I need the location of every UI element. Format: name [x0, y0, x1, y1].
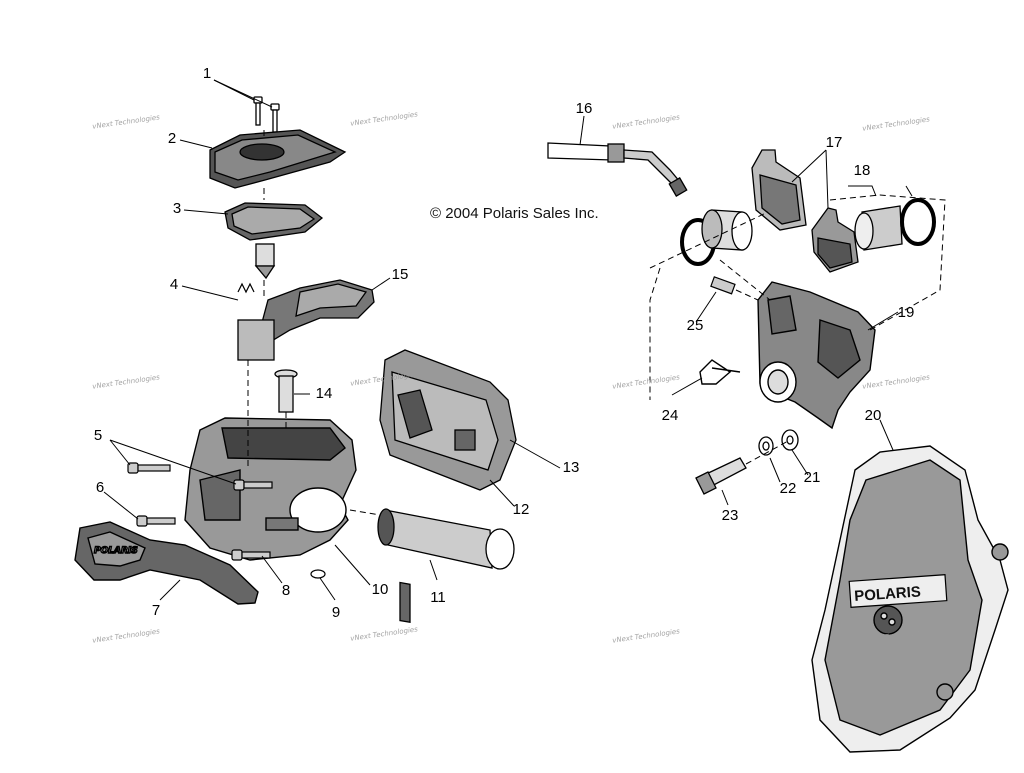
- callout-label-14: 14: [316, 385, 333, 402]
- callout-label-6: 6: [96, 479, 104, 496]
- caliper-piston-part-18: [854, 198, 936, 251]
- brake-line-part-16: [547, 142, 688, 197]
- callout-label-23: 23: [722, 507, 739, 524]
- master-cylinder-body-part-10: [184, 417, 357, 561]
- chaincase-cover-part-20: [811, 445, 1009, 753]
- callout-label-22: 22: [780, 480, 797, 497]
- callout-label-13: 13: [563, 459, 580, 476]
- washer-part-9: [310, 569, 326, 579]
- callout-label-4: 4: [170, 276, 178, 293]
- callout-label-8: 8: [282, 582, 290, 599]
- reservoir-cover-part-2: [209, 129, 347, 189]
- brake-lever-part-7: POLARIS: [74, 521, 259, 605]
- screw-part-8: [231, 549, 271, 561]
- leader-lines-right: [579, 115, 913, 506]
- callout-label-3: 3: [173, 200, 181, 217]
- cover-logo: POLARIS: [854, 583, 922, 605]
- washer-part-22: [758, 436, 774, 456]
- caliper-guide-lines: [649, 194, 946, 465]
- callout-label-19: 19: [898, 304, 915, 321]
- diaphragm-part-3: [224, 202, 324, 280]
- callout-label-24: 24: [662, 407, 679, 424]
- callout-label-17: 17: [826, 134, 843, 151]
- cover-part-12: [379, 349, 517, 491]
- callout-label-18: 18: [854, 162, 871, 179]
- callout-label-7: 7: [152, 602, 160, 619]
- callout-label-12: 12: [513, 501, 530, 518]
- callout-label-25: 25: [687, 317, 704, 334]
- assembly-guide-lines: [247, 130, 381, 516]
- lever-arm-part-15: [237, 279, 375, 361]
- callout-label-16: 16: [576, 100, 593, 117]
- bleeder-screw-part-25: [710, 276, 736, 295]
- callout-label-1: 1: [203, 65, 211, 82]
- callout-label-11: 11: [430, 589, 446, 606]
- bolt-part-23: [695, 457, 747, 495]
- callout-label-20: 20: [865, 407, 882, 424]
- callout-label-21: 21: [804, 469, 821, 486]
- screw-part-6: [136, 515, 176, 527]
- pin-part-14: [274, 369, 298, 413]
- brake-pads-part-17: [751, 149, 859, 273]
- callout-label-9: 9: [332, 604, 340, 621]
- screw-part-1: [253, 96, 280, 133]
- leader-lines-left: [103, 79, 561, 601]
- callout-label-2: 2: [168, 130, 176, 147]
- spring-part-4: [237, 282, 255, 294]
- callout-label-15: 15: [392, 266, 409, 283]
- caliper-piston-left: [701, 209, 753, 251]
- piston-part-11: [377, 508, 515, 624]
- copyright-notice: © 2004 Polaris Sales Inc.: [430, 205, 599, 222]
- screw-part-5: [127, 462, 273, 491]
- svg-text:POLARIS: POLARIS: [94, 546, 138, 556]
- callout-label-10: 10: [372, 581, 389, 598]
- callout-label-5: 5: [94, 427, 102, 444]
- retaining-clip-part-24: [699, 359, 741, 385]
- caliper-body-part-19: [757, 281, 876, 430]
